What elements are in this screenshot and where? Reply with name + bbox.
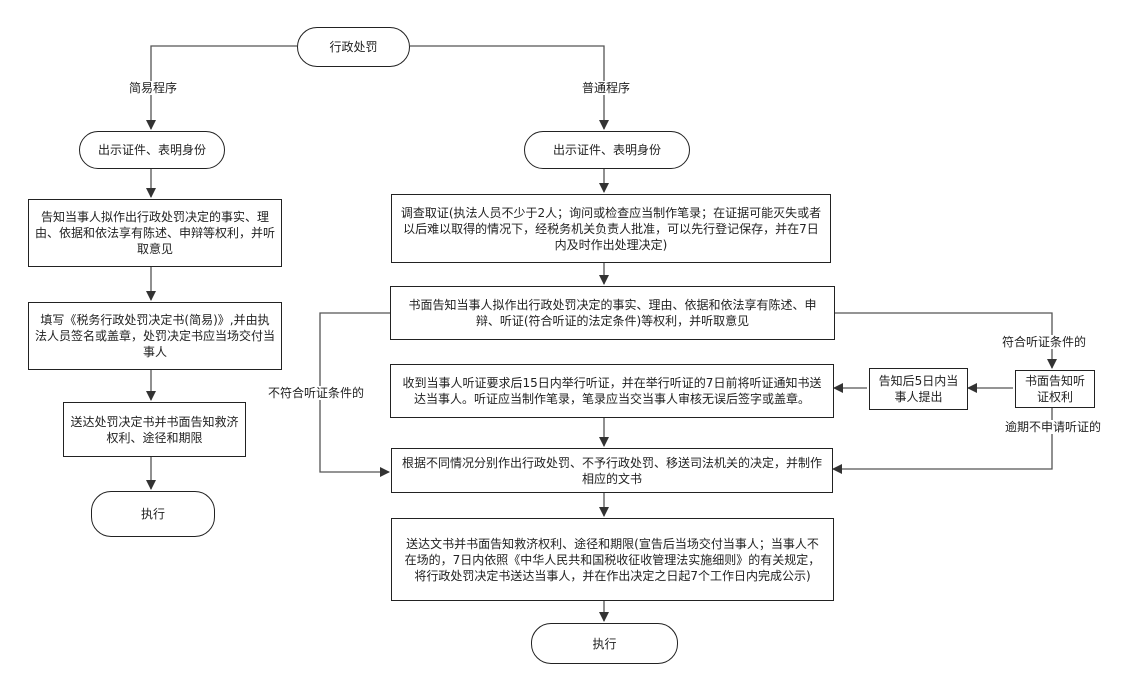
node-right-written-inform: 书面告知当事人拟作出行政处罚决定的事实、理由、依据和依法享有陈述、申辩、听证(符… [390,286,835,340]
node-right-show-id: 出示证件、表明身份 [524,131,690,169]
node-right-decide: 根据不同情况分别作出行政处罚、不予行政处罚、移送司法机关的决定，并制作相应的文书 [391,448,833,493]
label-meets-hearing-conditions: 符合听证条件的 [1000,335,1089,349]
node-administrative-penalty: 行政处罚 [297,27,410,67]
node-right-execute: 执行 [531,623,678,664]
node-left-inform: 告知当事人拟作出行政处罚决定的事实、理由、依据和依法享有陈述、申辩等权利，并听取… [28,199,282,267]
label-simple-procedure: 简易程序 [127,81,180,95]
label-ordinary-procedure: 普通程序 [580,81,633,95]
node-left-deliver: 送达处罚决定书并书面告知救济权利、途径和期限 [63,402,246,457]
node-notice-within-5-days: 告知后5日内当事人提出 [869,368,968,410]
label-not-meets-hearing-conditions: 不符合听证条件的 [266,386,367,400]
node-notify-hearing-right: 书面告知听证权利 [1015,370,1095,408]
node-left-execute: 执行 [91,491,215,537]
node-right-investigate: 调查取证(执法人员不少于2人；询问或检查应当制作笔录；在证据可能灭失或者以后难以… [391,194,831,263]
node-left-show-id: 出示证件、表明身份 [79,131,225,169]
node-left-fill-decision: 填写《税务行政处罚决定书(简易)》,并由执法人员签名或盖章，处罚决定书应当场交付… [28,302,282,370]
node-right-deliver: 送达文书并书面告知救济权利、途径和期限(宣告后当场交付当事人；当事人不在场的，7… [391,518,834,601]
node-right-hearing: 收到当事人听证要求后15日内举行听证，并在举行听证的7日前将听证通知书送达当事人… [390,364,834,418]
label-overdue-no-hearing: 逾期不申请听证的 [1003,420,1104,434]
